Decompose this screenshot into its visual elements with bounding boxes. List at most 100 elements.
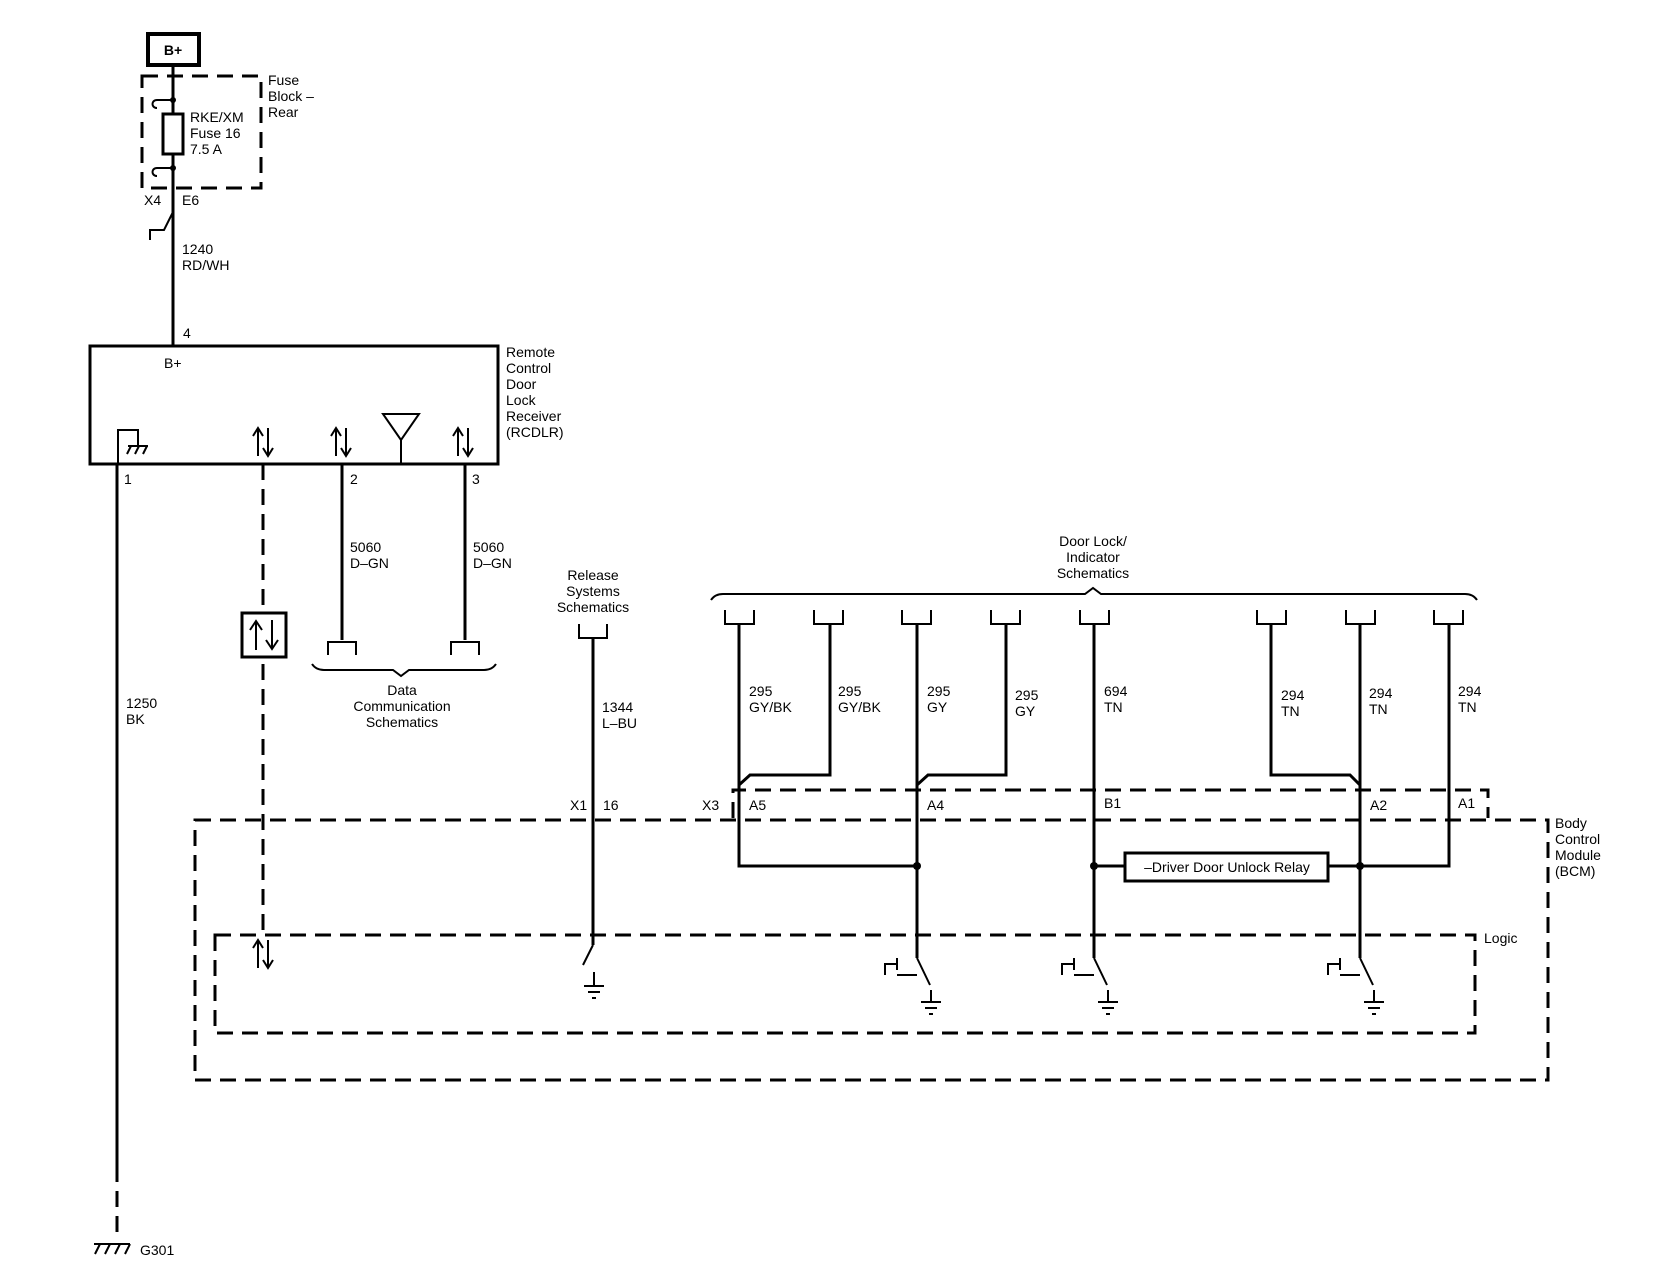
connector-x1-pin: 16 [603,797,619,813]
bcm-logic-label: Logic [1484,930,1517,946]
release-connector [578,624,608,639]
door-wire-1-color: GY/BK [749,699,792,715]
data-comm-brace [311,663,497,678]
connector-x3-pin-a2: A2 [1370,797,1387,813]
connector-x4-symbol [149,211,174,240]
wire-1344-color: L–BU [602,715,637,731]
connector-x3-pin-a1: A1 [1458,795,1475,811]
bcm-logic-outline [213,933,1477,1035]
b1-switch-ground-icon [1061,957,1118,1015]
rcdlr-name-line-4: Lock [506,392,537,408]
serial-data-arrows-icon [252,426,274,458]
rcdlr-name-line-6: (RCDLR) [506,424,564,440]
bcm-name-line-3: Module [1555,847,1601,863]
connector-x4-label: X4 [144,192,161,208]
connector-x3-pin-a5: A5 [749,797,766,813]
fuse-name-line-3: 7.5 A [190,141,223,157]
relay-box [1123,851,1330,883]
door-wire-5-circuit: 694 [1104,683,1128,699]
connector-x3-pin-b1: B1 [1104,795,1121,811]
data-comm-connector-b [450,641,480,655]
antenna-icon [381,413,421,464]
fuse-block-name-line-3: Rear [268,104,299,120]
rcdlr-name-line-1: Remote [506,344,555,360]
door-wire-7-circuit: 294 [1369,685,1393,701]
rcdlr-name-line-5: Receiver [506,408,562,424]
internal-ground-icon [117,429,148,464]
rcdlr-name-line-3: Door [506,376,537,392]
door-wire-4-circuit: 295 [1015,687,1039,703]
fuse-name-line-1: RKE/XM [190,109,244,125]
door-wire-6 [1269,624,1362,789]
fuse-symbol [151,97,185,177]
power-source-label: B+ [164,42,182,58]
data-comm-line-3: Schematics [366,714,438,730]
a2-switch-ground-icon [1327,957,1384,1015]
data-b-arrows-icon [452,426,474,458]
splice-a4 [913,862,921,870]
bcm-name-line-1: Body [1555,815,1587,831]
fuse-block-name-line-1: Fuse [268,72,299,88]
connector-x1-label: X1 [570,797,587,813]
door-lock-line-2: Indicator [1066,549,1120,565]
door-lock-connectors [724,610,1464,625]
door-wire-2-color: GY/BK [838,699,881,715]
serial-data-box-icon [240,611,288,659]
wire-5060-b-circuit: 5060 [473,539,504,555]
relay-label: –Driver Door Unlock Relay [1144,859,1310,875]
door-wire-1 [737,624,832,789]
door-lock-line-1: Door Lock/ [1059,533,1127,549]
wire-1344-circuit: 1344 [602,699,633,715]
bcm-outline [193,818,1550,1082]
door-wire-2-circuit: 295 [838,683,862,699]
door-lock-line-3: Schematics [1057,565,1129,581]
rcdlr-module-box [88,344,500,466]
door-wire-6-color: TN [1281,703,1300,719]
wire-1240-circuit: 1240 [182,241,213,257]
data-comm-line-1: Data [387,682,417,698]
door-wire-3 [915,624,1008,789]
connector-x3-pin-a4: A4 [927,797,944,813]
door-wire-8 [1328,624,1451,868]
rcdlr-bplus-label: B+ [164,355,182,371]
data-comm-connector-a [327,641,357,655]
door-wire-1-circuit: 295 [749,683,773,699]
fuse-block-name-line-2: Block – [268,88,314,104]
door-wire-5-color: TN [1104,699,1123,715]
wire-1250-circuit: 1250 [126,695,157,711]
door-wire-8-circuit: 294 [1458,683,1482,699]
wire-5060-a-color: D–GN [350,555,389,571]
wire-1250-color: BK [126,711,145,727]
logic-serial-arrows-icon [252,938,274,970]
splice-b1 [1090,862,1098,870]
fuse-name-line-2: Fuse 16 [190,125,241,141]
door-wire-1-drop [737,785,917,868]
a4-switch-ground-icon [884,957,941,1015]
connector-x3-label: X3 [702,797,719,813]
data-a-arrows-icon [330,426,352,458]
release-line-3: Schematics [557,599,629,615]
door-wire-6-circuit: 294 [1281,687,1305,703]
rcdlr-pin-3: 3 [472,471,480,487]
rcdlr-pin-1: 1 [124,471,132,487]
connector-x3-strip [731,788,1490,818]
connector-e6-pin: E6 [182,192,199,208]
power-source-symbol: B+ [146,32,201,67]
rcdlr-pin-4: 4 [183,325,191,341]
ground-label: G301 [140,1242,174,1258]
wire-5060-a-circuit: 5060 [350,539,381,555]
wire-5060-b-color: D–GN [473,555,512,571]
bcm-name-line-4: (BCM) [1555,863,1595,879]
fuse-block-outline [140,74,263,190]
splice-a2 [1356,862,1364,870]
data-comm-line-2: Communication [353,698,450,714]
rcdlr-name-line-2: Control [506,360,551,376]
door-wire-3-color: GY [927,699,948,715]
rcdlr-pin-2: 2 [350,471,358,487]
door-lock-brace [710,586,1478,601]
release-line-1: Release [567,567,619,583]
door-wire-7-color: TN [1369,701,1388,717]
door-wire-3-circuit: 295 [927,683,951,699]
chassis-ground-icon [94,1243,131,1255]
